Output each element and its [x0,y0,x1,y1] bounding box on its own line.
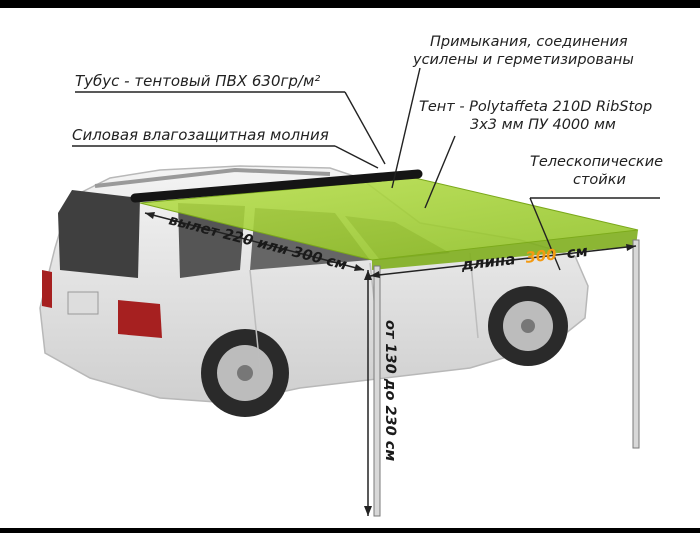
poles-label: Телескопические [530,154,663,170]
joints-label: усилены и герметизированы [412,52,634,68]
rear-window [58,190,140,278]
dimension-lines [144,212,637,516]
joints-label: Примыкания, соединения [430,34,628,50]
fabric-label: 3х3 мм ПУ 4000 мм [470,117,616,133]
height-dimension: от 130 до 230 см [382,320,398,461]
leader-lines [72,67,660,271]
front-pole [373,265,381,517]
awning [130,169,639,270]
length-unit: см [566,242,589,262]
tail-light [118,300,162,338]
illustration: Тубус - тентовый ПВХ 630гр/м² Силовая вл… [0,8,700,528]
car [39,165,589,417]
zipper-label: Силовая влагозащитная молния [72,126,329,144]
fabric-label: Тент - Polytaffeta 210D RibStop [419,99,652,115]
awning-tube [130,169,423,203]
awning-diagram: Тубус - тентовый ПВХ 630гр/м² Силовая вл… [39,34,663,517]
tail-light [42,270,52,308]
length-value: 300 [524,245,557,266]
license-plate [67,291,99,315]
poles-label: стойки [573,172,626,188]
tube-label: Тубус - тентовый ПВХ 630гр/м² [75,72,320,90]
rear-pole [632,239,640,449]
telescopic-poles [373,239,640,517]
